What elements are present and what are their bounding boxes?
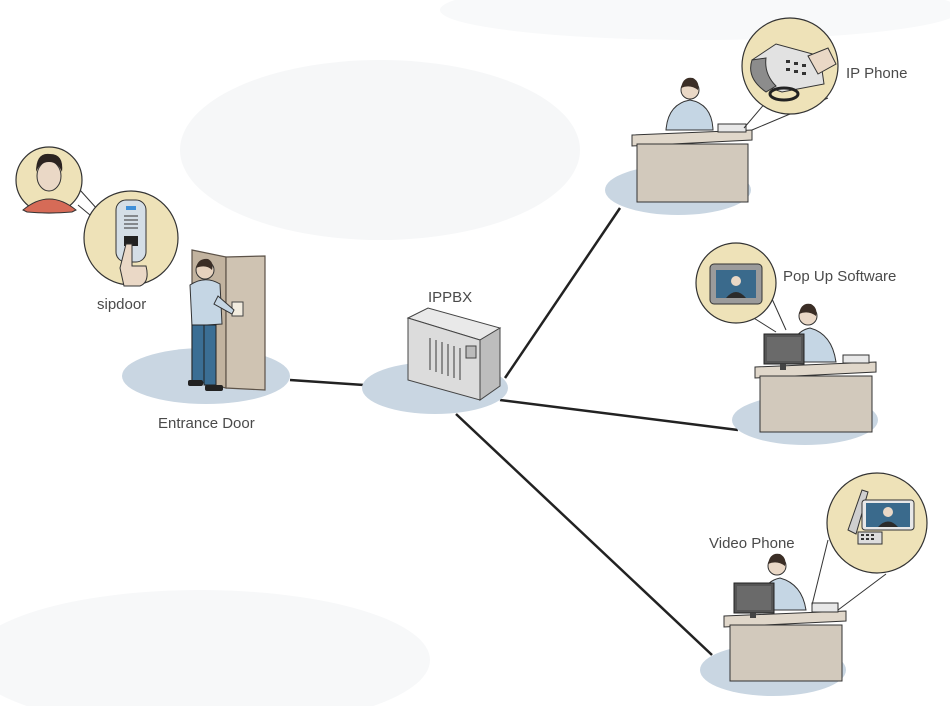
label-entrance-door: Entrance Door [158, 415, 255, 432]
entrance-door-station [122, 249, 290, 404]
visitor-face-icon [22, 153, 77, 214]
ip-phone-station [605, 77, 829, 215]
sipdoor-device-icon [115, 199, 148, 287]
line-ippbx-to-popup-desk [499, 398, 739, 432]
video-phone-station [700, 539, 887, 696]
popup-window-icon [709, 263, 763, 305]
line-door-to-ippbx [289, 378, 365, 387]
label-ip-phone: IP Phone [846, 65, 908, 82]
video-phone-zoom [826, 472, 928, 574]
ippbx-server [362, 307, 508, 414]
ip-phone-icon [750, 43, 837, 102]
visitor-person [188, 258, 235, 391]
desk-phone [811, 602, 839, 613]
worker-person [665, 77, 714, 131]
desk-phone [842, 354, 870, 364]
label-ippbx: IPPBX [428, 289, 473, 306]
sipdoor-zoom [15, 146, 179, 287]
door-panel-device [231, 301, 244, 317]
desk-phone [717, 123, 747, 133]
popup-software-zoom [695, 242, 777, 324]
line-ippbx-to-video-phone [455, 413, 713, 656]
label-video-phone: Video Phone [709, 535, 795, 552]
popup-software-station [724, 289, 878, 445]
connection-lines [289, 207, 739, 656]
line-ippbx-to-ip-phone [503, 207, 622, 379]
label-sipdoor: sipdoor [97, 296, 147, 313]
ip-phone-zoom [741, 17, 839, 115]
monitor [733, 582, 775, 618]
monitor [763, 333, 805, 370]
desk [631, 129, 753, 147]
video-phone-icon [847, 489, 915, 545]
label-pop-up-software: Pop Up Software [783, 268, 897, 285]
